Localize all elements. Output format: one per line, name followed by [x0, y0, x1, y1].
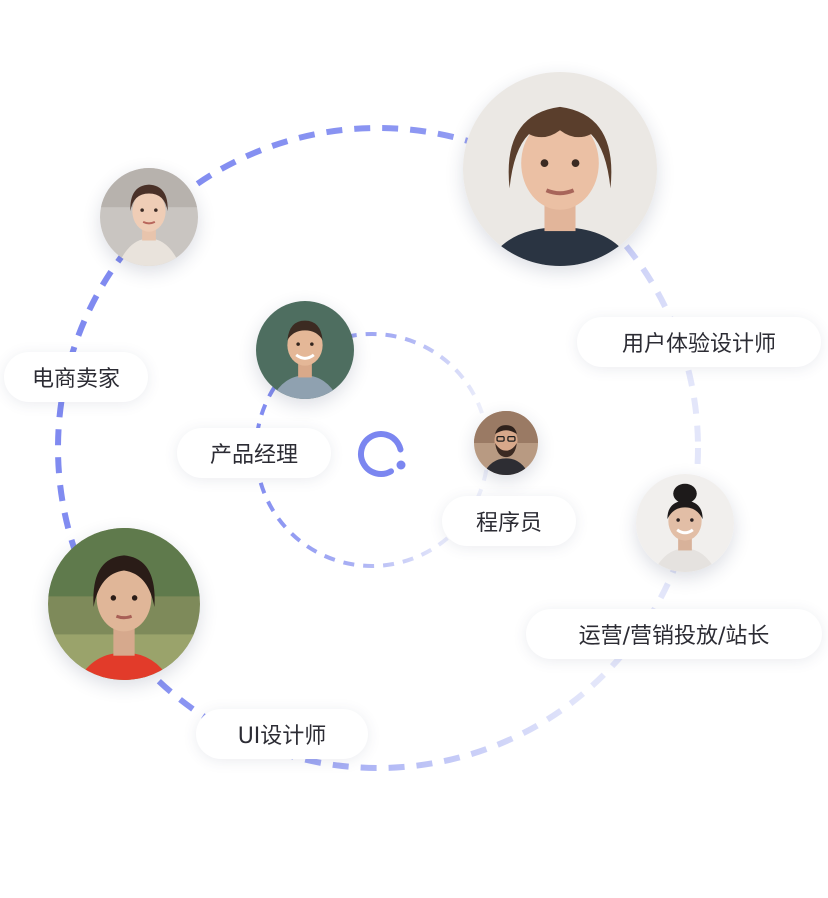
role-label: 程序员: [475, 511, 542, 536]
avatar-woman-right: [636, 474, 734, 572]
avatar-man-top-right: [463, 72, 657, 266]
role-tag-ecommerce-seller: 电商卖家: [4, 352, 148, 402]
role-tag-programmer: 程序员: [442, 496, 576, 546]
role-label: 用户体验设计师: [621, 332, 776, 357]
avatar-man-small: [474, 411, 538, 475]
role-label: 电商卖家: [31, 367, 120, 392]
outer-orbit: [55, 125, 701, 771]
role-label: 产品经理: [209, 443, 298, 468]
avatar-woman-bottom-left: [48, 528, 200, 680]
role-label: UI设计师: [237, 724, 327, 749]
role-tag-ui-designer: UI设计师: [196, 709, 368, 759]
loading-ring-icon: [358, 431, 406, 477]
role-tag-product-manager: 产品经理: [177, 428, 331, 478]
role-tag-operations-marketing: 运营/营销投放/站长: [526, 609, 822, 659]
avatar-man-middle: [256, 301, 354, 399]
role-label: 运营/营销投放/站长: [578, 624, 770, 649]
avatar-woman-top-left: [100, 168, 198, 266]
role-tag-ux-designer: 用户体验设计师: [577, 317, 821, 367]
